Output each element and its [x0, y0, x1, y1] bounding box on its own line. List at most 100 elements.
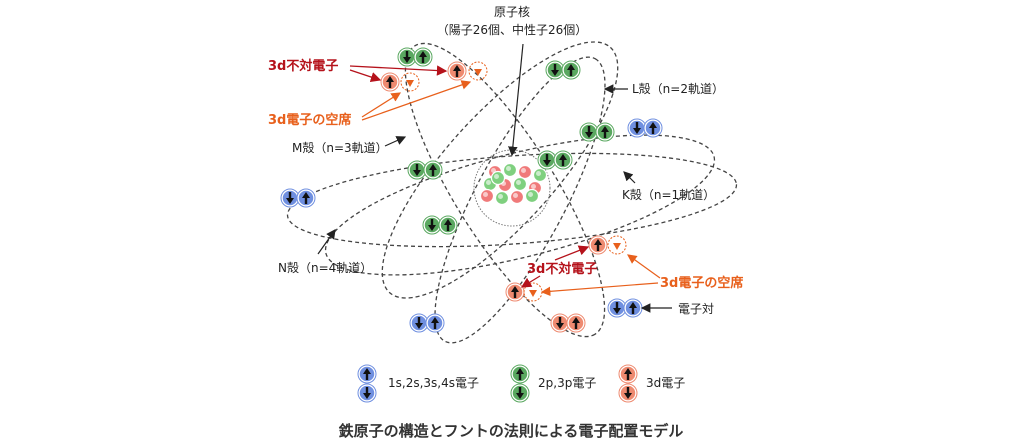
nucleus-label: 原子核: [494, 5, 530, 19]
spin-down-arrow-icon: [415, 317, 423, 329]
spin-up-arrow-icon: [649, 122, 657, 134]
caption: 鉄原子の構造とフントの法則による電子配置モデル: [339, 422, 684, 440]
spin-down-arrow-icon: [286, 192, 294, 204]
m-shell-orbit-2: [434, 56, 606, 344]
proton: [479, 188, 495, 204]
electron-pair: [561, 60, 581, 80]
unpaired-3d-electron: [447, 61, 467, 81]
spin-down-arrow-icon: [613, 302, 621, 314]
unpaired-3d-electron: [380, 72, 400, 92]
vacancy-3d: [523, 282, 543, 302]
spin-up-arrow-icon: [559, 154, 567, 166]
spin-up-arrow-icon: [431, 317, 439, 329]
nucleus-arrow: [508, 43, 524, 157]
spin-up-arrow-icon: [594, 239, 602, 251]
spin-up-arrow-icon: [453, 65, 461, 77]
arrow: [520, 275, 541, 288]
spin-down-arrow-icon: [633, 122, 641, 134]
legend: 1s,2s,3s,4s電子 2p,3p電子 3d電子: [357, 364, 685, 403]
spin-up-arrow-icon: [419, 51, 427, 63]
n-shell-label: N殻（n=4軌道）: [278, 260, 372, 275]
spin-down-arrow-icon: [543, 154, 551, 166]
arrow: [349, 69, 382, 83]
electron-pair: [623, 298, 643, 318]
electron-pair: [407, 160, 427, 180]
proton: [517, 164, 533, 180]
vacancy-3d-label-bottom: 3d電子の空席: [660, 275, 743, 291]
legend-electron-up: [510, 364, 530, 384]
spin-down-arrow-icon: [428, 219, 436, 231]
arrow: [317, 229, 336, 255]
electron-pair: [409, 313, 429, 333]
m-shell-orbit-1: [404, 42, 606, 338]
unpaired-3d-electron: [505, 282, 525, 302]
neutron: [494, 190, 510, 206]
arrow: [627, 254, 661, 279]
legend-p-label: 2p,3p電子: [538, 376, 596, 390]
l-shell-orbit: [381, 41, 619, 299]
spin-down-arrow-icon: [413, 164, 421, 176]
neutron: [532, 167, 548, 183]
electron-pair: [595, 122, 615, 142]
spin-down-arrow-icon: [624, 387, 632, 399]
spin-up-arrow-icon: [624, 368, 632, 380]
electron-pair: [423, 160, 443, 180]
legend-electron-down: [618, 383, 638, 403]
electron-pair: [579, 122, 599, 142]
spin-up-arrow-icon: [516, 368, 524, 380]
arrow: [349, 65, 448, 76]
vacancy-3d: [468, 61, 488, 81]
legend-electron-down: [357, 383, 377, 403]
electron-pair: [413, 47, 433, 67]
spin-down-arrow-icon: [551, 64, 559, 76]
spin-up-arrow-icon: [572, 317, 580, 329]
legend-d-label: 3d電子: [646, 376, 685, 390]
unpaired-3d-electron: [588, 235, 608, 255]
arrow: [554, 245, 590, 261]
electron-pair: [422, 215, 442, 235]
legend-electron-up: [357, 364, 377, 384]
spin-up-arrow-icon: [601, 126, 609, 138]
neutron: [502, 162, 518, 178]
spin-up-arrow-icon: [629, 302, 637, 314]
arrow: [384, 136, 407, 147]
electron-pair: [296, 188, 316, 208]
arrow: [361, 92, 402, 118]
electron-pair: [280, 188, 300, 208]
neutron: [512, 176, 528, 192]
nucleus: [473, 149, 551, 227]
spin-up-arrow-icon: [302, 192, 310, 204]
spin-up-arrow-icon: [567, 64, 575, 76]
l-shell-label: L殻（n=2軌道）: [632, 81, 724, 96]
legend-electron-down: [510, 383, 530, 403]
unpaired-3d-label-top: 3d不対電子: [268, 58, 338, 74]
legend-electron-up: [618, 364, 638, 384]
orbits: [286, 41, 738, 344]
vacancy-3d: [400, 72, 420, 92]
spin-up-arrow-icon: [444, 219, 452, 231]
electron-pair: [643, 118, 663, 138]
electron-pair: [425, 313, 445, 333]
legend-s-label: 1s,2s,3s,4s電子: [388, 376, 479, 390]
electron-pair: [627, 118, 647, 138]
electron-pair: [553, 150, 573, 170]
spin-up-arrow-icon: [429, 164, 437, 176]
n-shell-orbit: [324, 134, 716, 276]
vacancy-3d: [607, 235, 627, 255]
spin-down-arrow-icon: [516, 387, 524, 399]
electron-pair: [566, 313, 586, 333]
electron-pair: [607, 298, 627, 318]
proton: [509, 189, 525, 205]
spin-down-arrow-icon: [585, 126, 593, 138]
arrow: [361, 80, 472, 121]
electron-pair: [550, 313, 570, 333]
arrow: [623, 171, 636, 184]
electron-pair: [545, 60, 565, 80]
electron-pair: [537, 150, 557, 170]
electron-pair: [438, 215, 458, 235]
arrow: [540, 282, 659, 297]
neutron: [524, 188, 540, 204]
spin-up-arrow-icon: [386, 76, 394, 88]
spin-down-arrow-icon: [403, 51, 411, 63]
